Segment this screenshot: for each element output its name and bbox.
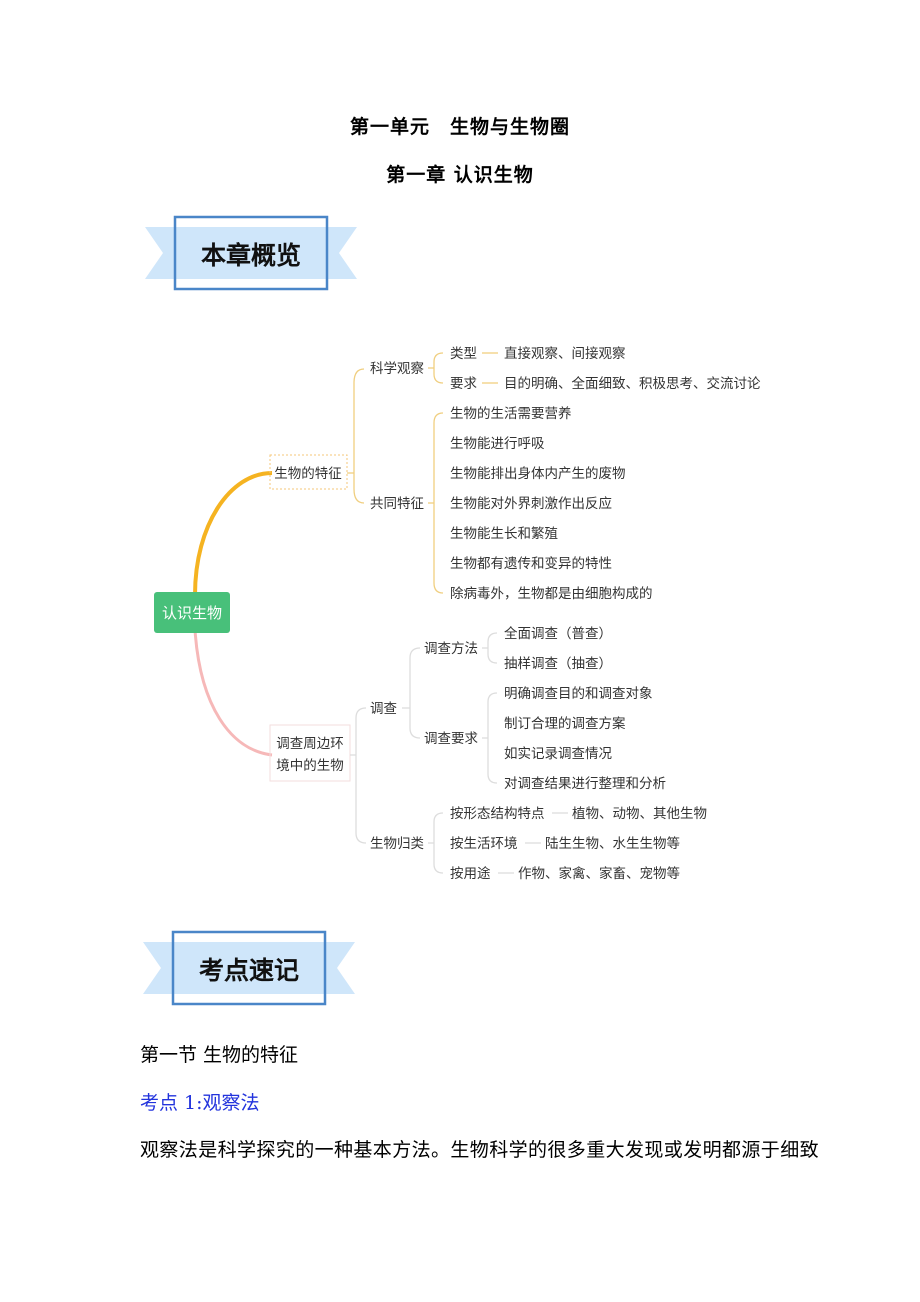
common-item: 生物能排出身体内产生的废物 (450, 466, 626, 482)
survey-method-label: 调查方法 (424, 641, 478, 657)
unit-title: 第一单元 生物与生物圈 (349, 116, 570, 138)
survey-method-item: 全面调查（普查） (504, 625, 612, 642)
survey-req-label: 调查要求 (424, 731, 478, 747)
classify-row-label: 按形态结构特点 (450, 806, 545, 822)
classify-row-label: 按生活环境 (450, 836, 518, 852)
observe-req-label: 要求 (450, 376, 477, 392)
common-item: 生物的生活需要营养 (450, 406, 572, 422)
observe-label: 科学观察 (370, 360, 424, 377)
common-item: 生物能进行呼吸 (450, 436, 545, 452)
branch-lower-line (193, 629, 273, 757)
branch-survey-label-line2: 境中的生物 (276, 758, 344, 774)
observe-type-label: 类型 (450, 346, 477, 362)
classify-row-value: 作物、家禽、家畜、宠物等 (518, 865, 680, 882)
overview-banner-label: 本章概览 (201, 241, 301, 270)
survey-method-item: 抽样调查（抽查） (504, 656, 612, 672)
survey-req-item: 如实记录调查情况 (504, 746, 612, 762)
common-item: 生物都有遗传和变异的特性 (450, 556, 612, 572)
common-item: 生物能对外界刺激作出反应 (450, 495, 612, 512)
root-label: 认识生物 (162, 604, 222, 622)
root-node (154, 592, 230, 633)
common-label: 共同特征 (370, 496, 424, 512)
classify-label: 生物归类 (370, 835, 424, 852)
keypoints-banner: 考点速记 (143, 930, 355, 1006)
survey-label: 调查 (370, 701, 397, 717)
branch-survey-node (269, 724, 351, 782)
survey-req-item: 明确调查目的和调查对象 (504, 686, 653, 702)
survey-req-item: 制订合理的调查方案 (504, 715, 626, 732)
observe-type-value: 直接观察、间接观察 (504, 345, 626, 362)
branch-features-node (269, 454, 348, 490)
survey-req-item: 对调查结果进行整理和分析 (504, 776, 666, 792)
common-item: 除病毒外，生物都是由细胞构成的 (450, 586, 653, 602)
chapter-title: 第一章 认识生物 (386, 164, 534, 186)
branch-upper-line (193, 471, 273, 596)
branch-features-label: 生物的特征 (274, 466, 342, 482)
branch-survey-label-line1: 调查周边环 (276, 736, 344, 752)
body-paragraph: 观察法是科学探究的一种基本方法。生物科学的很多重大发现或发明都源于细致 (140, 1139, 820, 1161)
keypoints-banner-label: 考点速记 (199, 956, 299, 985)
keypoint-heading: 考点 1:观察法 (140, 1092, 260, 1114)
overview-banner: 本章概览 (145, 215, 357, 291)
common-item: 生物能生长和繁殖 (450, 525, 558, 542)
classify-row-value: 植物、动物、其他生物 (572, 806, 707, 822)
chapter-mindmap: 认识生物 生物的特征 科学观察 共同特征 类型 直接观察、间接观察 要求 目的明… (140, 325, 800, 895)
section-heading: 第一节 生物的特征 (140, 1044, 299, 1066)
classify-row-value: 陆生生物、水生生物等 (545, 835, 680, 852)
observe-req-value: 目的明确、全面细致、积极思考、交流讨论 (504, 375, 761, 392)
classify-row-label: 按用途 (450, 865, 491, 882)
